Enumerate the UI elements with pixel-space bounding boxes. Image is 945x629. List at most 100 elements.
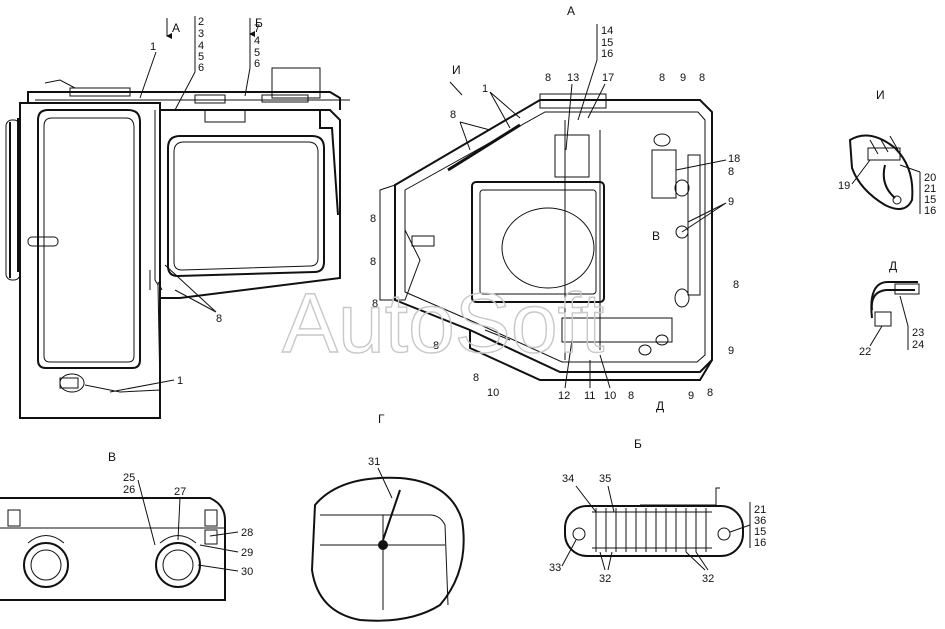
callout-32-right: 32: [702, 573, 714, 585]
top-box: [271, 67, 321, 99]
section-a-mark-left: А: [172, 21, 180, 35]
svg-text:36: 36: [754, 515, 766, 527]
callout-17: 17: [602, 72, 614, 84]
callout-22: 22: [859, 346, 871, 358]
svg-text:16: 16: [924, 205, 936, 217]
view-v-detail: [0, 497, 226, 601]
svg-text:15: 15: [601, 37, 613, 49]
callout-32-left: 32: [599, 573, 611, 585]
callout-8-a1: 8: [545, 72, 551, 84]
callout-12: 12: [558, 390, 570, 402]
callout-8-a7: 8: [372, 298, 378, 310]
callout-29: 29: [241, 547, 253, 559]
callout-30: 30: [241, 566, 253, 578]
view-i-mark: И: [452, 63, 461, 77]
svg-text:6: 6: [198, 62, 204, 74]
callout-27: 27: [174, 486, 186, 498]
callout-9-top: 9: [680, 72, 686, 84]
svg-text:25: 25: [123, 472, 135, 484]
callout-33: 33: [549, 562, 561, 574]
callout-9-low: 9: [728, 345, 734, 357]
side-window: [167, 135, 325, 278]
fuse-block: [561, 317, 673, 343]
callout-8-left: 8: [216, 313, 222, 325]
callout-18: 18: [728, 153, 740, 165]
callout-1-top: 1: [150, 41, 156, 53]
cab-outline: [394, 99, 713, 373]
watermark-text: AutoSoft: [282, 276, 604, 370]
svg-text:2: 2: [198, 16, 204, 28]
view-v-title: В: [108, 450, 116, 464]
callout-34: 34: [562, 473, 574, 485]
callout-1-bottom: 1: [177, 375, 183, 387]
hatch-cover: [501, 207, 595, 289]
callout-13: 13: [567, 72, 579, 84]
door-panel: [19, 102, 161, 419]
callout-28: 28: [241, 527, 253, 539]
callout-9-mid: 9: [728, 196, 734, 208]
callout-35: 35: [599, 473, 611, 485]
view-v-stack-25-26: 25 26: [123, 472, 156, 546]
callout-8-a8: 8: [433, 340, 439, 352]
svg-text:15: 15: [754, 526, 766, 538]
svg-text:16: 16: [601, 48, 613, 60]
svg-text:4: 4: [254, 35, 260, 47]
view-b-stack: 21 36 15 16: [729, 502, 766, 549]
svg-text:20: 20: [924, 172, 936, 184]
view-d-title: Д: [889, 259, 897, 273]
svg-text:7: 7: [254, 23, 260, 35]
view-a-stack-14-16: 14 15 16: [577, 24, 613, 121]
callout-10-b: 10: [604, 390, 616, 402]
view-b-title: Б: [634, 437, 642, 451]
view-i-title: И: [876, 88, 885, 102]
svg-text:21: 21: [754, 504, 766, 516]
svg-text:26: 26: [123, 484, 135, 496]
view-g-detail: [310, 476, 465, 622]
label-stack-2-6: 2 3 4 5 6: [174, 16, 204, 111]
svg-text:24: 24: [912, 339, 924, 351]
view-d-mark: Д: [656, 399, 664, 413]
callout-19: 19: [838, 180, 850, 192]
svg-text:3: 3: [198, 28, 204, 40]
svg-text:23: 23: [912, 327, 924, 339]
view-i-detail: [848, 134, 914, 210]
callout-8-a10: 8: [728, 166, 734, 178]
view-d-stack: 23 24: [899, 295, 924, 351]
callout-8-a2: 8: [659, 72, 665, 84]
svg-text:4: 4: [198, 40, 204, 52]
view-b-detail: [564, 487, 744, 557]
view-a-cab-plan: [379, 93, 713, 381]
svg-text:6: 6: [254, 58, 260, 70]
callout-8-a6: 8: [370, 256, 376, 268]
callout-31: 31: [368, 456, 380, 468]
callout-8-a11: 8: [733, 279, 739, 291]
svg-text:21: 21: [924, 183, 936, 195]
callout-8-a3: 8: [699, 72, 705, 84]
view-v-mark: В: [652, 229, 660, 243]
view-a-title: А: [567, 4, 575, 18]
callout-8-a5: 8: [370, 213, 376, 225]
callout-8-a9: 8: [473, 372, 479, 384]
callout-1-a: 1: [482, 83, 488, 95]
door-window: [37, 109, 141, 369]
roof-hatch: [471, 181, 605, 303]
view-g-title: Г: [378, 412, 385, 426]
connector-block: [564, 505, 744, 557]
view-d-detail: [870, 281, 920, 327]
callout-8-a4: 8: [450, 109, 456, 121]
callout-8-a13: 8: [628, 390, 634, 402]
svg-text:16: 16: [754, 537, 766, 549]
svg-text:15: 15: [924, 194, 936, 206]
callout-10-a: 10: [487, 387, 499, 399]
callout-8-a12: 8: [707, 387, 713, 399]
door-handle: [27, 236, 59, 247]
side-frame: [159, 109, 341, 299]
svg-text:14: 14: [601, 25, 613, 37]
svg-text:5: 5: [254, 47, 260, 59]
view-i-stack: 20 21 15 16: [899, 164, 936, 217]
main-cab-view: [5, 67, 350, 419]
callout-11: 11: [584, 390, 595, 402]
callout-9-bottom: 9: [688, 390, 694, 402]
